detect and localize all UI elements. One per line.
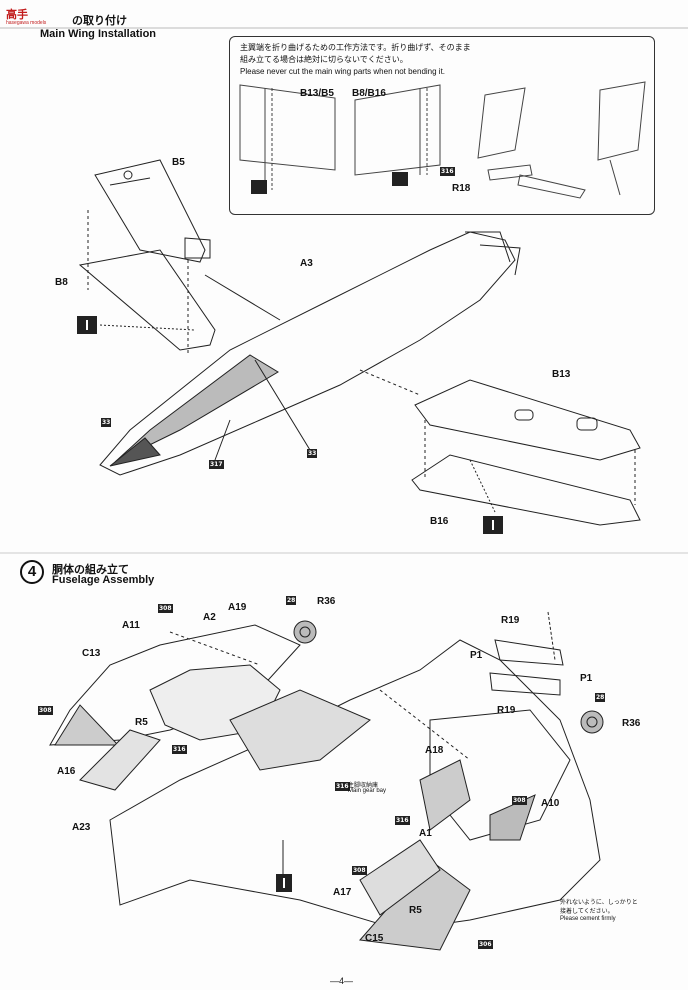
chip-33-right: 33 [307, 449, 318, 458]
step4-number: 4 [20, 560, 44, 584]
label-r19-bottom: R19 [497, 705, 516, 716]
fuselage-a3 [99, 231, 521, 476]
note-jp-line2: 組み立てる場合は絶対に切らないでください。 [240, 55, 408, 64]
label-a1: A1 [419, 828, 432, 839]
label-r18: R18 [452, 183, 471, 194]
chip-306: 306 [478, 940, 493, 949]
label-r5-left: R5 [135, 717, 148, 728]
chip-316-a1: 316 [395, 816, 410, 825]
note-box [229, 36, 655, 215]
step3-title-en: Main Wing Installation [40, 28, 157, 40]
cement-note-jp2: 接着してください。 [560, 909, 614, 915]
label-r19-top: R19 [501, 615, 520, 626]
chip-317: 317 [209, 460, 224, 469]
label-c15: C15 [365, 933, 384, 944]
label-c13: C13 [82, 648, 101, 659]
chip-308-c13: 308 [38, 706, 53, 715]
gear-bay-jp: 主脚収納庫 [348, 783, 379, 789]
watermark-logo: 高手 [6, 9, 28, 21]
left-wing-parts [78, 159, 281, 355]
chip-33-left: 33 [101, 418, 112, 427]
label-a3: A3 [300, 258, 313, 269]
chip-316-left: 316 [172, 745, 187, 754]
label-p1-right: P1 [580, 673, 593, 684]
note-en: Please never cut the main wing parts whe… [240, 67, 446, 76]
cement-note-jp1: 外れないように、しっかりと [560, 900, 638, 906]
label-b8: B8 [55, 277, 68, 288]
page-number: —4— [330, 976, 354, 986]
gear-bay-en: Main gear bay [348, 788, 387, 794]
label-p1-left: P1 [470, 650, 483, 661]
label-b16: B16 [430, 516, 449, 527]
chip-316-note: 316 [440, 167, 455, 176]
step4-title-jp: 胴体の組み立て [52, 564, 129, 576]
note-jp-line1: 主翼端を折り曲げるための工作方法です。折り曲げず、そのまま [240, 43, 471, 52]
label-a18: A18 [425, 745, 444, 756]
label-a23: A23 [72, 822, 91, 833]
label-a2: A2 [203, 612, 216, 623]
chip-28-right: 28 [595, 693, 606, 702]
label-a11: A11 [122, 620, 140, 631]
chip-308-a10: 308 [512, 796, 527, 805]
step3-title-jp: の取り付け [72, 15, 127, 27]
right-wing-parts [411, 379, 641, 526]
label-b13: B13 [552, 369, 571, 380]
chip-308-a11: 308 [158, 604, 173, 613]
label-a19: A19 [228, 602, 247, 613]
chip-28-top: 28 [286, 596, 297, 605]
label-a17: A17 [333, 887, 352, 898]
wing-fold-detail [239, 81, 646, 199]
fuselage-assembly [49, 611, 604, 951]
label-r5-bottom: R5 [409, 905, 422, 916]
label-b8-b16: B8/B16 [352, 88, 386, 99]
step4-title-en: Fuselage Assembly [52, 574, 155, 586]
cement-note-en: Please cement firmly [560, 916, 616, 922]
label-r36-right: R36 [622, 718, 641, 729]
label-a16: A16 [57, 766, 76, 777]
label-r36-top: R36 [317, 596, 336, 607]
label-a10: A10 [541, 798, 560, 809]
label-b13-b5: B13/B5 [300, 88, 334, 99]
watermark-logo-sub: hasegawa models [6, 20, 47, 26]
chip-316-gear-bay: 316 [335, 782, 350, 791]
chip-308-a17: 308 [352, 866, 367, 875]
label-b5: B5 [172, 157, 185, 168]
